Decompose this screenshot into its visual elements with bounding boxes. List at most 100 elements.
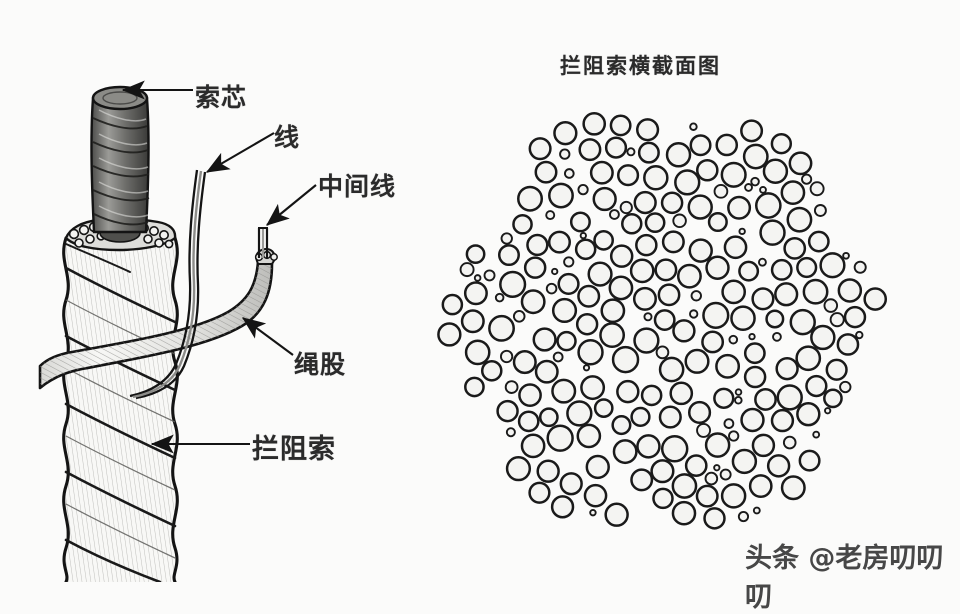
wire-circle: [786, 206, 813, 233]
wire-circle: [582, 112, 607, 136]
wire-circle: [701, 330, 725, 354]
wire-circle: [577, 284, 601, 308]
leader-lines: [121, 80, 317, 454]
wire-circle: [473, 274, 482, 282]
wire-circle: [538, 407, 559, 428]
wire-circle: [672, 319, 696, 343]
wire-circle: [526, 233, 549, 257]
wire-circle: [658, 356, 685, 383]
wire-circle: [690, 290, 702, 302]
wire-circle: [734, 388, 743, 396]
wire-circle: [640, 384, 663, 407]
wire-circle: [630, 406, 651, 427]
wire-circle: [751, 287, 775, 311]
wire-circle: [612, 439, 638, 465]
wire-circle: [619, 200, 633, 215]
wire-circle: [704, 432, 731, 458]
cross-section-group: [437, 112, 888, 530]
wire-circle: [593, 229, 614, 251]
wire-circle: [788, 151, 813, 176]
wire-circle: [500, 232, 513, 245]
wire-circle: [695, 484, 719, 508]
wire-circle: [616, 379, 640, 404]
wire-circle: [770, 408, 795, 433]
wire-circle: [547, 230, 571, 254]
wire-circle: [824, 407, 832, 415]
wire-circle: [636, 434, 661, 459]
wire-circle: [496, 399, 519, 423]
leader-middle-wire: [266, 184, 317, 226]
wire-circle: [843, 305, 867, 329]
wire-circle: [621, 213, 643, 235]
wire-circle: [695, 158, 719, 182]
cable-core: [90, 85, 150, 234]
wire-circle: [762, 158, 789, 184]
cross-section-title: 拦阻索横截面图: [560, 54, 721, 78]
wire-circle: [743, 342, 766, 365]
wire-circle: [770, 133, 793, 155]
wire-circle: [801, 173, 813, 185]
wire-circle: [676, 263, 702, 289]
wire-circle: [744, 183, 753, 192]
wire-circle: [688, 238, 713, 263]
wire-circle: [853, 260, 867, 274]
wire-circle: [819, 252, 846, 279]
wire-circle: [780, 475, 806, 501]
wire-circle: [704, 471, 719, 486]
watermark-text: 头条 @老房叨叨叨: [745, 543, 944, 613]
wire-circle: [795, 345, 822, 372]
wire-circle: [737, 510, 750, 523]
wire-circle: [836, 333, 860, 356]
wire-circle: [465, 244, 486, 265]
wire-circle: [715, 133, 739, 157]
wire-circle: [776, 384, 803, 411]
wire-circle: [518, 383, 542, 408]
wire-circle: [720, 483, 747, 509]
wire-circle: [593, 398, 614, 418]
wire-circle: [520, 433, 546, 459]
wire-circle: [609, 114, 632, 137]
wire-circle: [731, 448, 758, 475]
wire-circle: [587, 261, 613, 287]
wire-circle: [809, 181, 825, 197]
wire-circle: [553, 121, 578, 146]
wire-circle: [499, 349, 514, 364]
wire-circle: [536, 459, 560, 483]
label-middle-wire: 中间线: [318, 172, 397, 201]
wire-circle: [738, 260, 760, 282]
wire-circle: [751, 433, 776, 458]
wire-circle: [528, 481, 551, 504]
wire-circle: [748, 332, 756, 341]
wire-circle: [609, 244, 634, 268]
wire-circle: [545, 210, 556, 221]
wire-circle: [715, 353, 741, 379]
wire-circle: [772, 331, 782, 342]
wire-circle: [611, 415, 632, 436]
wire-circle: [528, 137, 552, 161]
wire-circle: [728, 430, 740, 442]
wire-circle: [713, 464, 721, 472]
wire-circle: [770, 258, 793, 281]
wire-circle: [499, 270, 527, 298]
wire-circle: [802, 278, 829, 305]
wire-circle: [611, 345, 640, 374]
wire-circle: [750, 176, 760, 187]
wire-circle: [720, 161, 747, 188]
figure-canvas: 拦阻索横截面图 索芯 线 中间线 绳股 拦阻索 头条 @老房叨叨叨: [38, 54, 943, 613]
wire-circle: [512, 310, 526, 323]
wire-circle: [575, 313, 599, 336]
wire-circle: [734, 396, 743, 405]
label-rope-strand: 绳股: [294, 350, 347, 379]
wire-circle: [713, 184, 729, 199]
wire-circle: [774, 282, 799, 307]
wire-circle: [630, 468, 654, 492]
wire-circle: [789, 308, 816, 336]
wire-circle: [813, 204, 827, 217]
wire-circle: [748, 474, 773, 498]
wire-circle: [702, 301, 730, 329]
wire-circle: [723, 235, 748, 260]
wire-circle: [661, 230, 685, 254]
wire-circle: [863, 287, 888, 311]
wire-circle: [812, 430, 821, 439]
wire-circle: [654, 258, 678, 282]
